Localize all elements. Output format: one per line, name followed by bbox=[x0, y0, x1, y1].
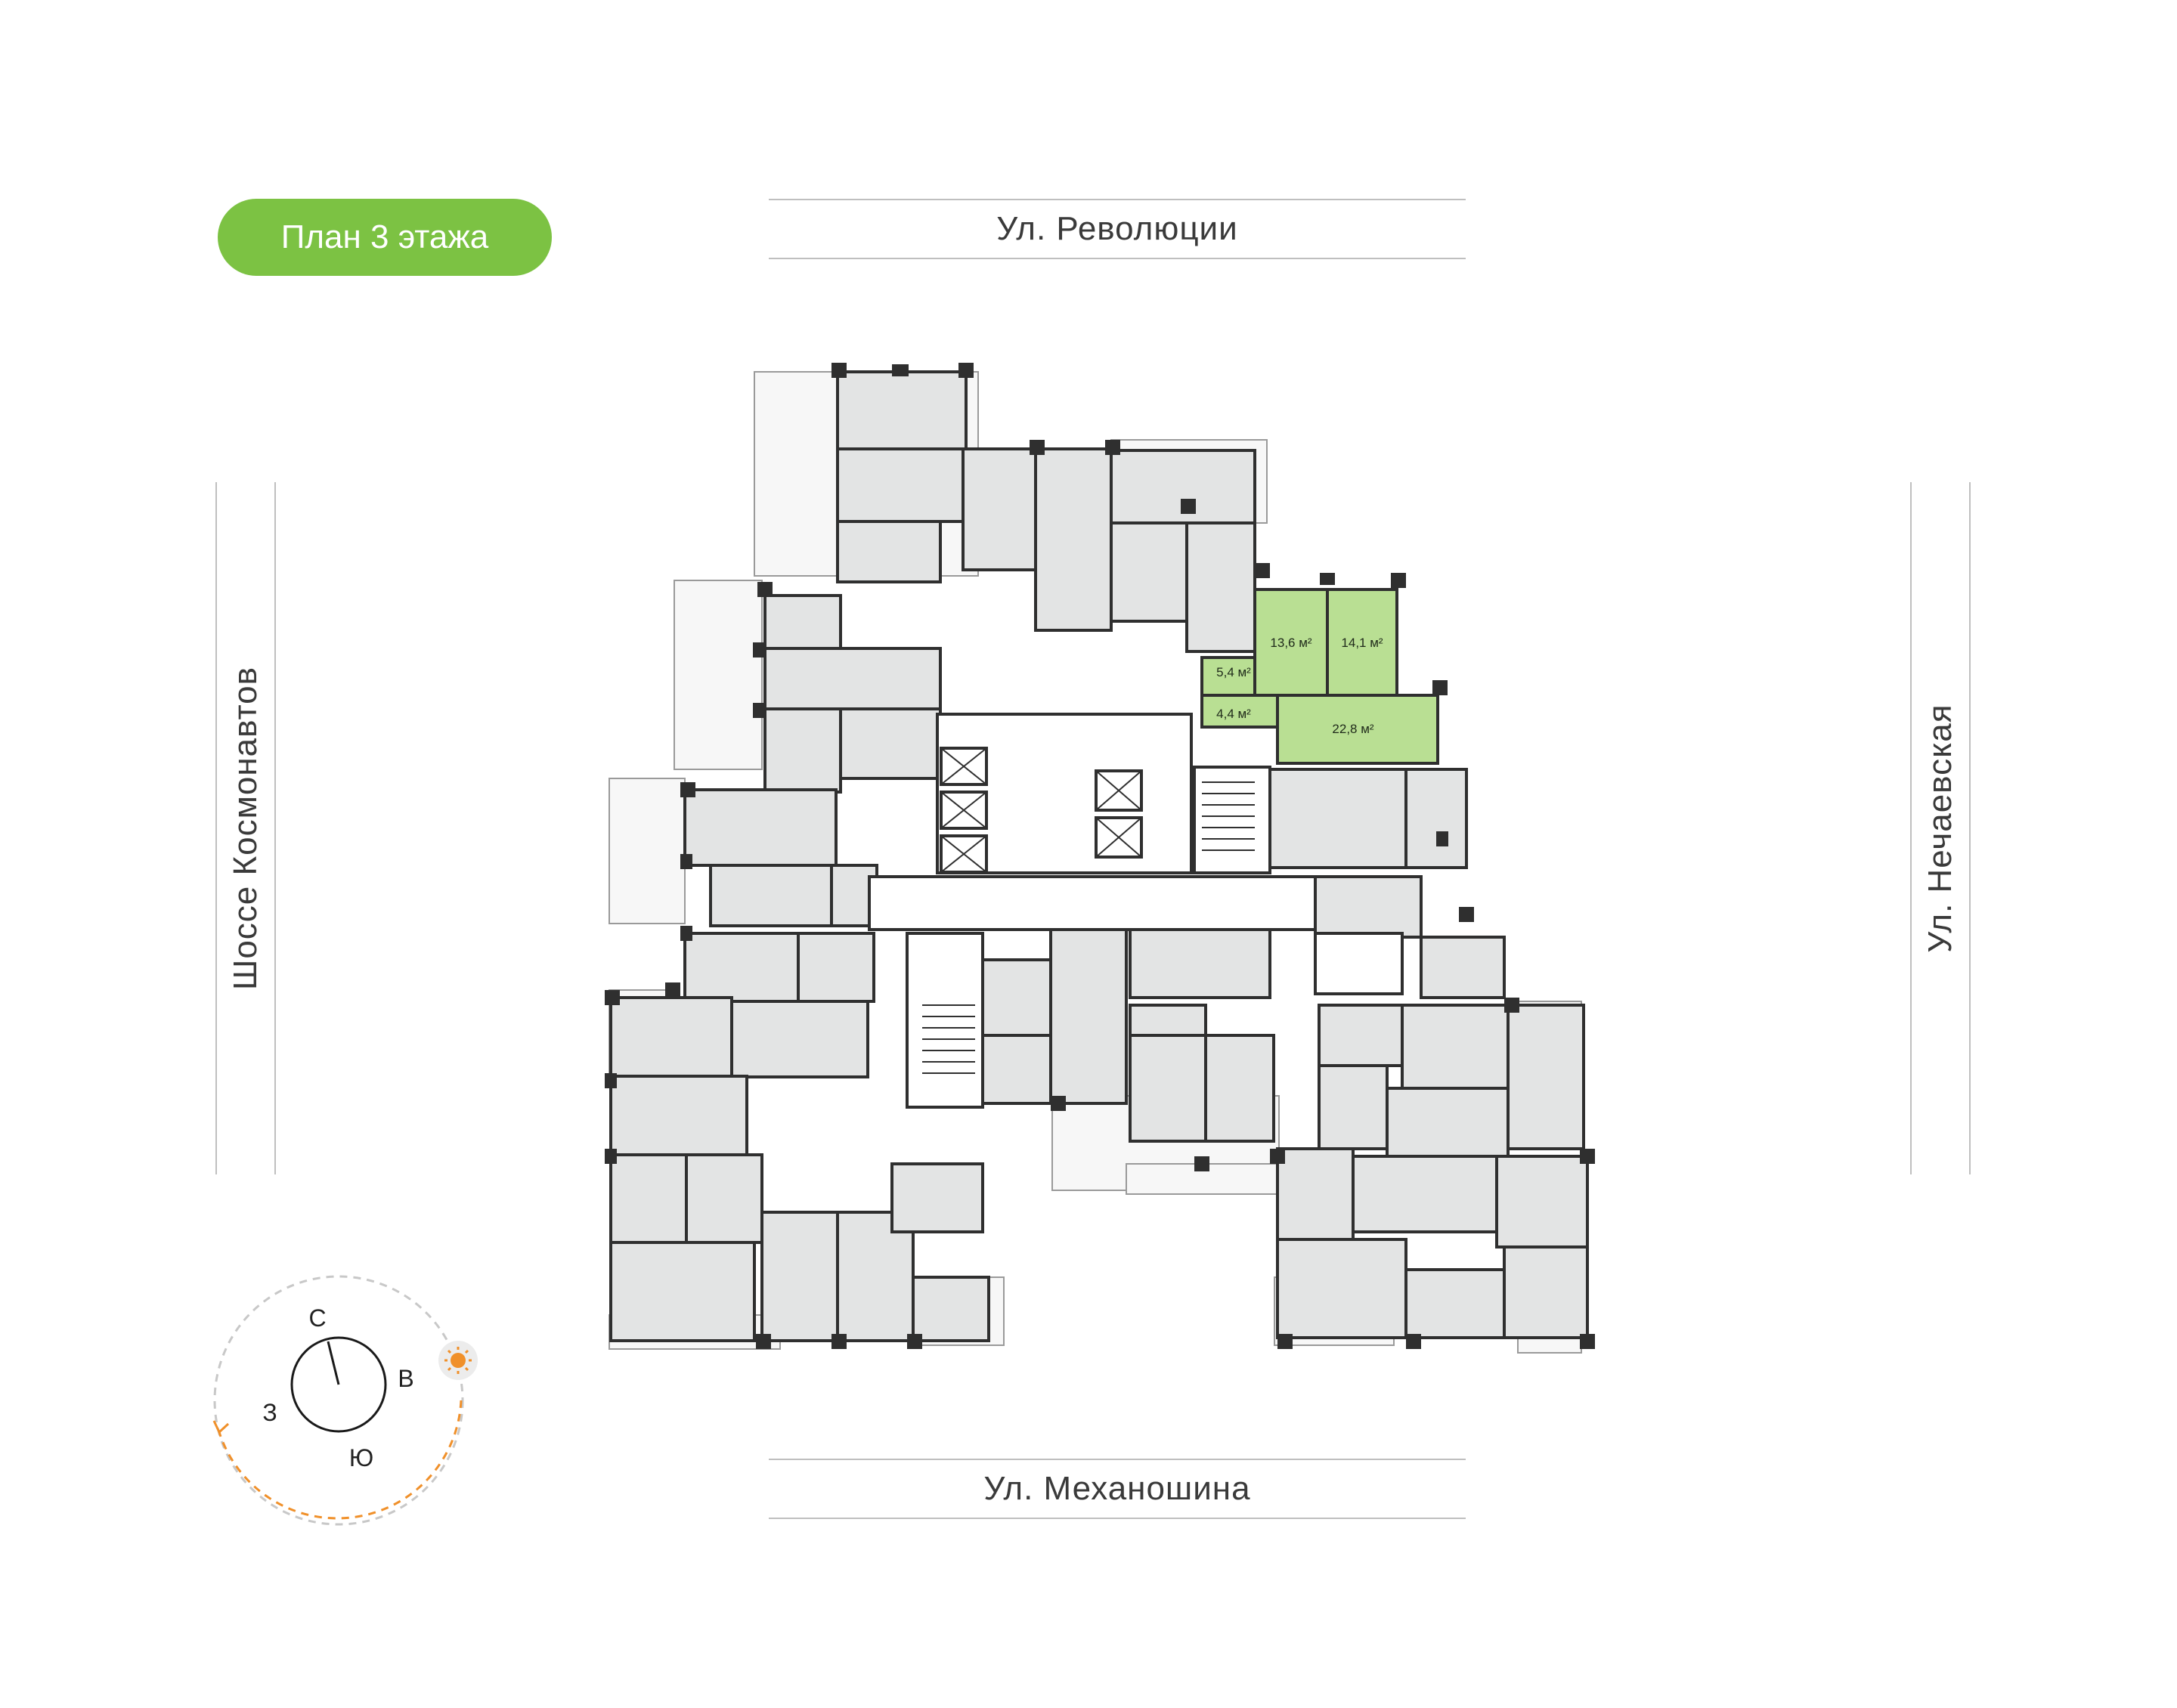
structural-piers bbox=[605, 363, 1595, 1349]
street-top-label: Ул. Революции bbox=[996, 210, 1238, 247]
apartments bbox=[609, 370, 1589, 1342]
street-left: Шоссе Космонавтов bbox=[215, 482, 276, 1174]
sun-icon bbox=[438, 1341, 478, 1380]
room-area-5: 22,8 м² bbox=[1332, 722, 1373, 736]
floor-badge: План 3 этажа bbox=[218, 199, 552, 276]
room-area-4: 4,4 м² bbox=[1216, 707, 1251, 721]
room-area-2: 14,1 м² bbox=[1341, 636, 1383, 650]
street-right: Ул. Нечаевская bbox=[1910, 482, 1971, 1174]
room-area-3: 5,4 м² bbox=[1216, 665, 1251, 679]
compass: С В З Ю bbox=[212, 1275, 478, 1526]
room-area-1: 13,6 м² bbox=[1270, 636, 1311, 650]
compass-south: Ю bbox=[349, 1444, 373, 1471]
street-top: Ул. Революции bbox=[769, 199, 1466, 259]
compass-east: В bbox=[398, 1365, 413, 1392]
highlighted-apartment: 13,6 м² 14,1 м² 5,4 м² 4,4 м² 22,8 м² bbox=[1200, 588, 1439, 765]
street-bottom-label: Ул. Механошина bbox=[983, 1470, 1251, 1507]
building-core bbox=[868, 713, 1404, 1109]
compass-west: З bbox=[262, 1399, 277, 1426]
street-bottom: Ул. Механошина bbox=[769, 1459, 1466, 1519]
compass-north: С bbox=[308, 1304, 326, 1332]
